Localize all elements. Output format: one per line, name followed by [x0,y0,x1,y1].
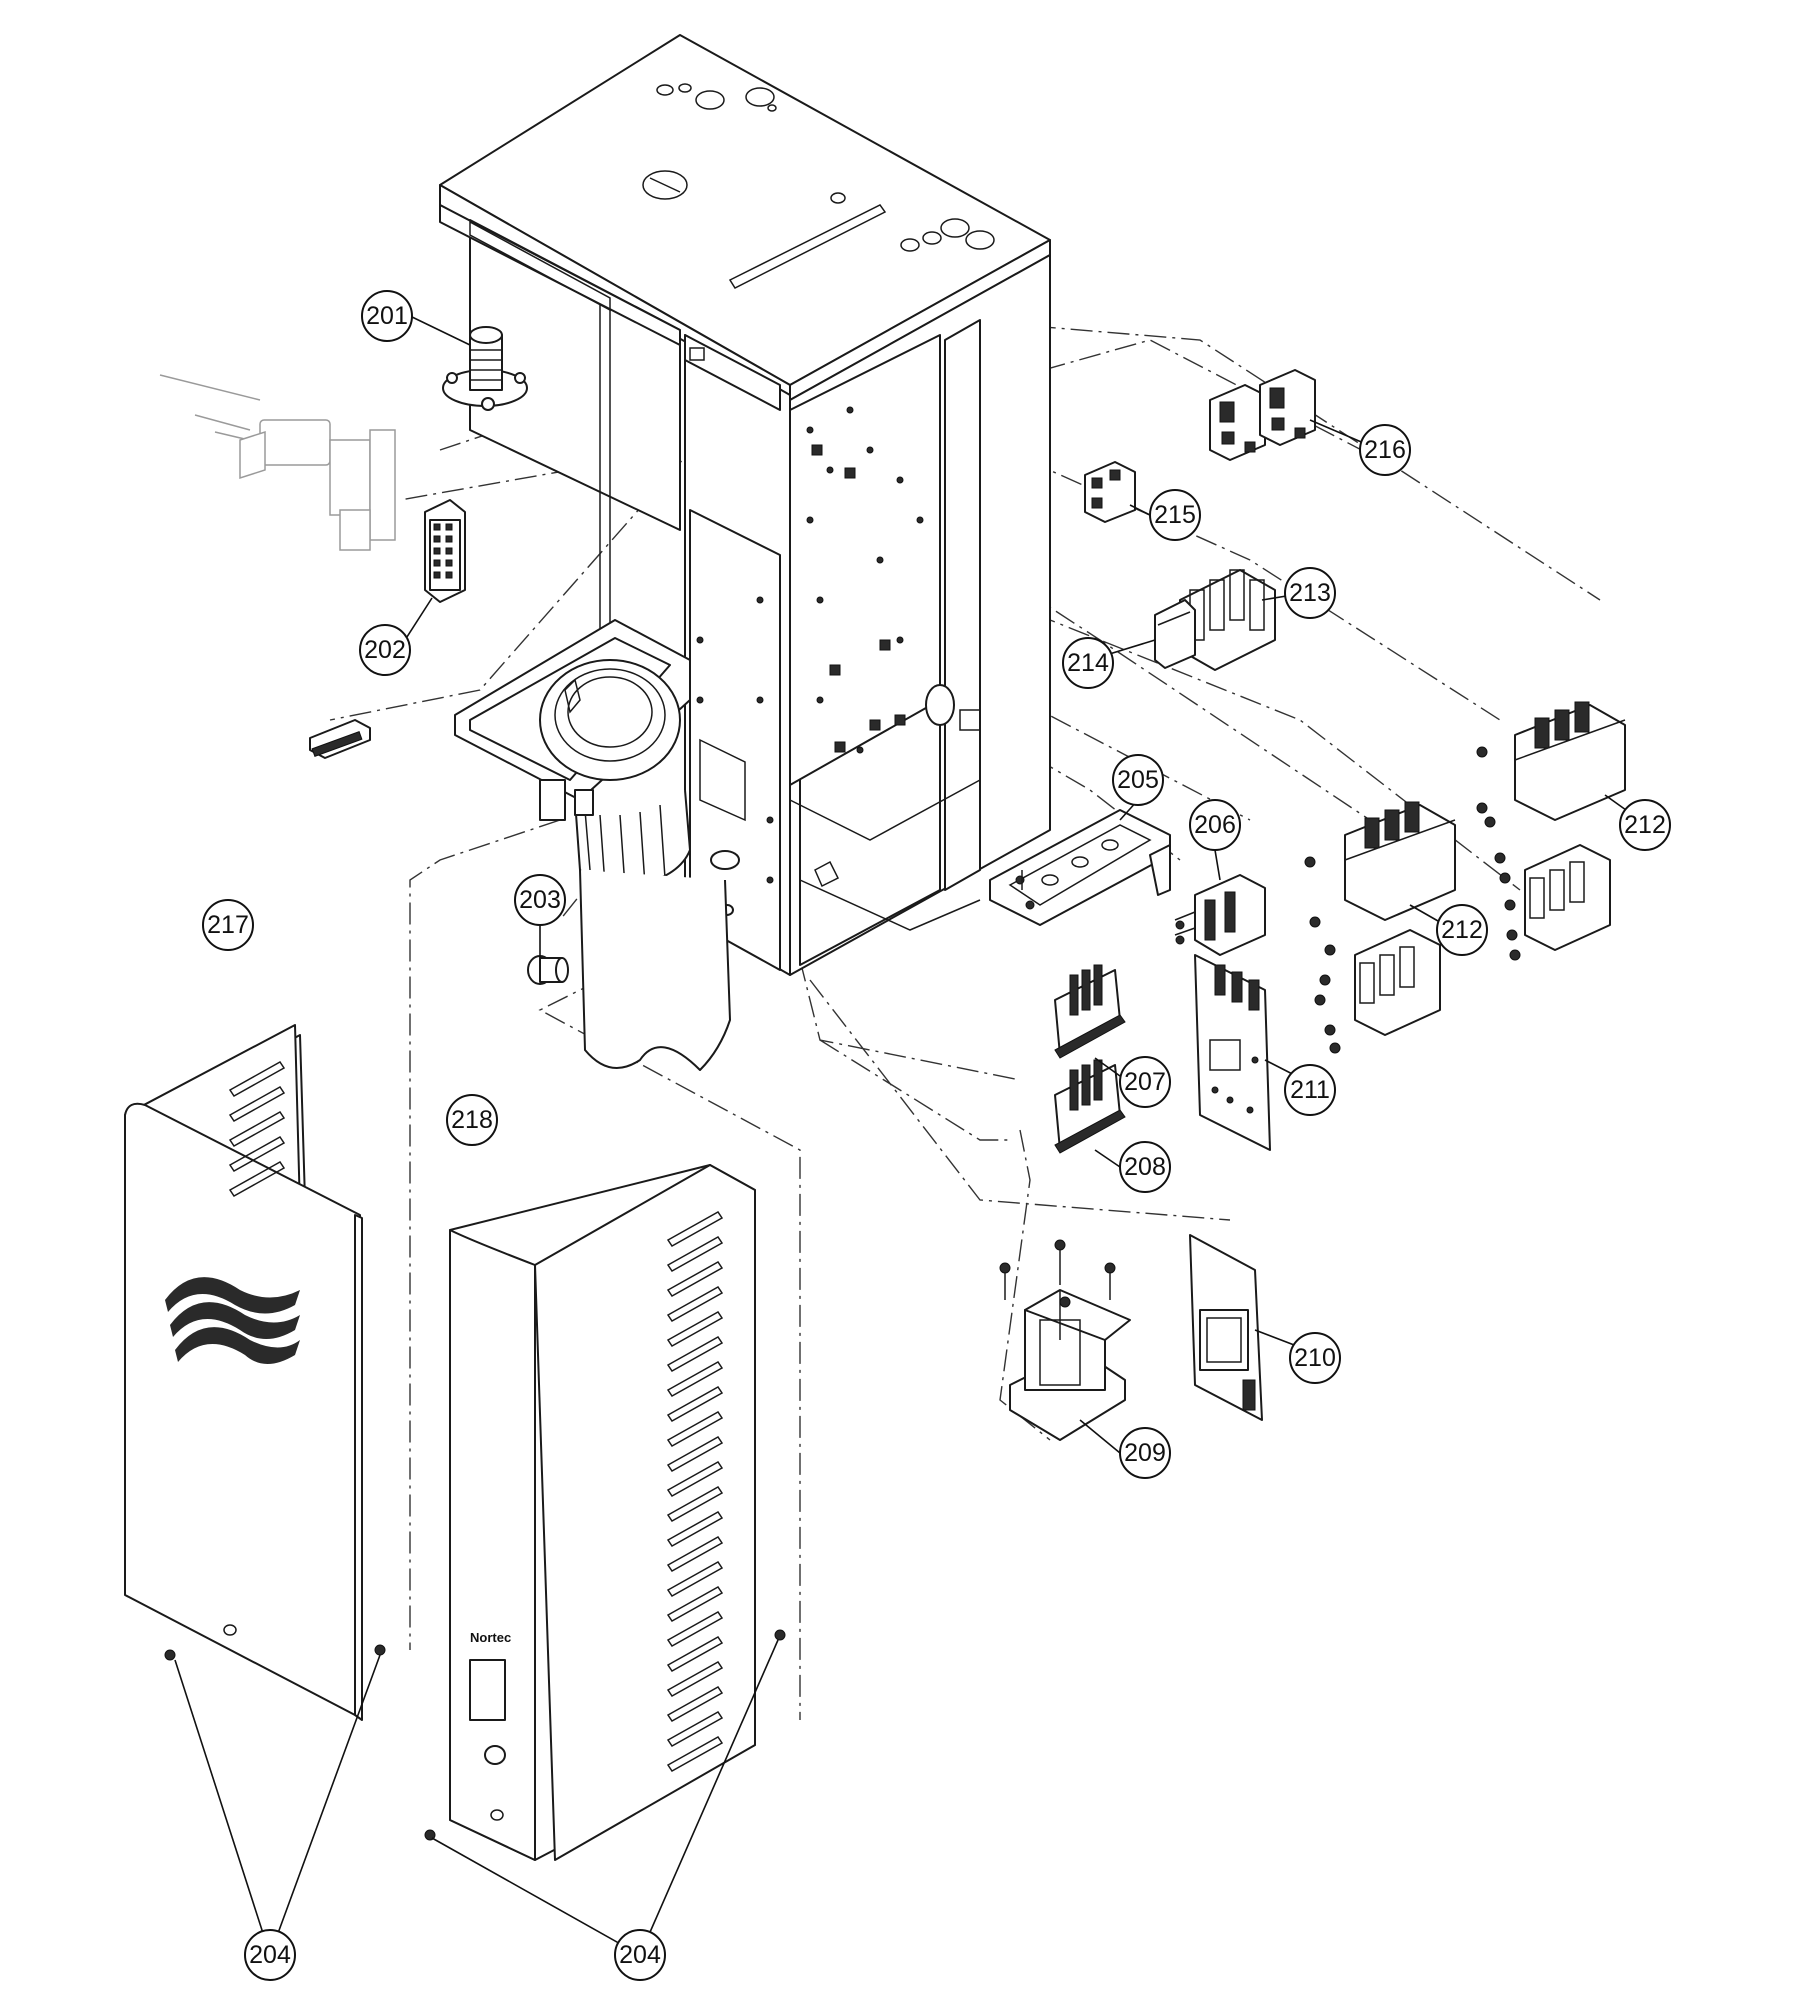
callout-205: 205 [1112,754,1164,806]
callout-208: 208 [1119,1141,1171,1193]
callout-209: 209 [1119,1427,1171,1479]
callout-216: 216 [1359,424,1411,476]
svg-text:212: 212 [1624,811,1666,839]
vent-slot [666,1311,724,1347]
part-207-relay-board [1054,964,1126,1059]
svg-text:205: 205 [1117,766,1159,794]
svg-text:207: 207 [1124,1068,1166,1096]
vent-slot [666,1436,724,1472]
vent-slot [666,1536,724,1572]
svg-text:204: 204 [249,1941,291,1969]
vent-slot [666,1486,724,1522]
callout-212-lower: 212 [1436,904,1488,956]
main-cabinet [439,34,1051,976]
cover-217-vents [228,1061,286,1197]
callout-202: 202 [359,624,411,676]
small-bracket [309,719,371,759]
part-212-contactor-upper [1476,701,1626,828]
part-217-side-cover [124,1024,386,1721]
svg-text:212: 212 [1441,916,1483,944]
svg-text:209: 209 [1124,1439,1166,1467]
vent-slot [666,1561,724,1597]
vent-slot [666,1661,724,1697]
part-216-relay-pair [1209,369,1316,461]
part-212-contactor-lower [1304,801,1456,928]
faded-valve-assembly [159,374,396,551]
vent-slot [666,1361,724,1397]
callout-212-upper: 212 [1619,799,1671,851]
part-202-terminal-block [424,499,466,603]
vent-slot [666,1636,724,1672]
svg-text:214: 214 [1067,649,1109,677]
part-209-transformer [999,1239,1131,1441]
callout-206: 206 [1189,799,1241,851]
vent-slot [666,1586,724,1622]
part-206-relay [1174,874,1266,956]
vent-slot [666,1386,724,1422]
vent-slot [666,1261,724,1297]
part-215-relay [1084,461,1136,523]
svg-text:211: 211 [1290,1076,1330,1104]
vent-slot [666,1461,724,1497]
svg-text:218: 218 [451,1106,493,1134]
vent-slot [666,1211,724,1247]
steam-cylinder-assembly [454,619,731,1071]
terminal-block-lower [1314,929,1441,1054]
part-205-cable-tray [989,809,1171,926]
vent-slot [666,1286,724,1322]
svg-text:201: 201 [366,302,408,330]
svg-text:203: 203 [519,886,561,914]
callout-215: 215 [1149,489,1201,541]
vent-slot [666,1411,724,1447]
callout-201: 201 [361,290,413,342]
vent-slot [666,1686,724,1722]
callout-213: 213 [1284,567,1336,619]
svg-text:204: 204 [619,1941,661,1969]
callout-204-right: 204 [614,1929,666,1981]
cabinet-holes [696,406,924,884]
part-213-fuse-terminal [1179,569,1276,671]
brand-name: Nortec [470,1630,511,1645]
part-210-display-board [1189,1234,1263,1421]
vent-slot [666,1736,724,1772]
svg-text:217: 217 [207,911,249,939]
part-203-push-button [527,955,569,985]
callout-211: 211 [1284,1064,1336,1116]
part-211-control-board [1194,954,1271,1151]
vent-slot [666,1711,724,1747]
vent-slot [666,1336,724,1372]
callout-217: 217 [202,899,254,951]
leader-lines [174,315,1641,1956]
svg-text:210: 210 [1294,1344,1336,1372]
svg-text:216: 216 [1364,436,1406,464]
part-218-front-cover: Nortec [424,1164,786,1861]
callouts: 201 202 203 204 204 205 206 207 208 209 … [202,290,1671,1981]
part-201-indicator-lamp [442,326,528,411]
callout-203: 203 [514,874,566,926]
part-208-relay-board [1054,1059,1126,1154]
vent-slot [666,1511,724,1547]
svg-text:202: 202 [364,636,406,664]
callout-207: 207 [1119,1056,1171,1108]
vent-slot [666,1236,724,1272]
callout-214: 214 [1062,637,1114,689]
cover-218-vents [666,1211,724,1772]
svg-text:215: 215 [1154,501,1196,529]
part-214-fuse-holder [1154,599,1196,669]
callout-204-left: 204 [244,1929,296,1981]
svg-text:206: 206 [1194,811,1236,839]
callout-218: 218 [446,1094,498,1146]
svg-text:213: 213 [1289,579,1331,607]
wave-logo-icon [165,1277,300,1364]
terminal-block-upper [1494,844,1611,961]
svg-text:208: 208 [1124,1153,1166,1181]
vent-slot [666,1611,724,1647]
callout-210: 210 [1289,1332,1341,1384]
